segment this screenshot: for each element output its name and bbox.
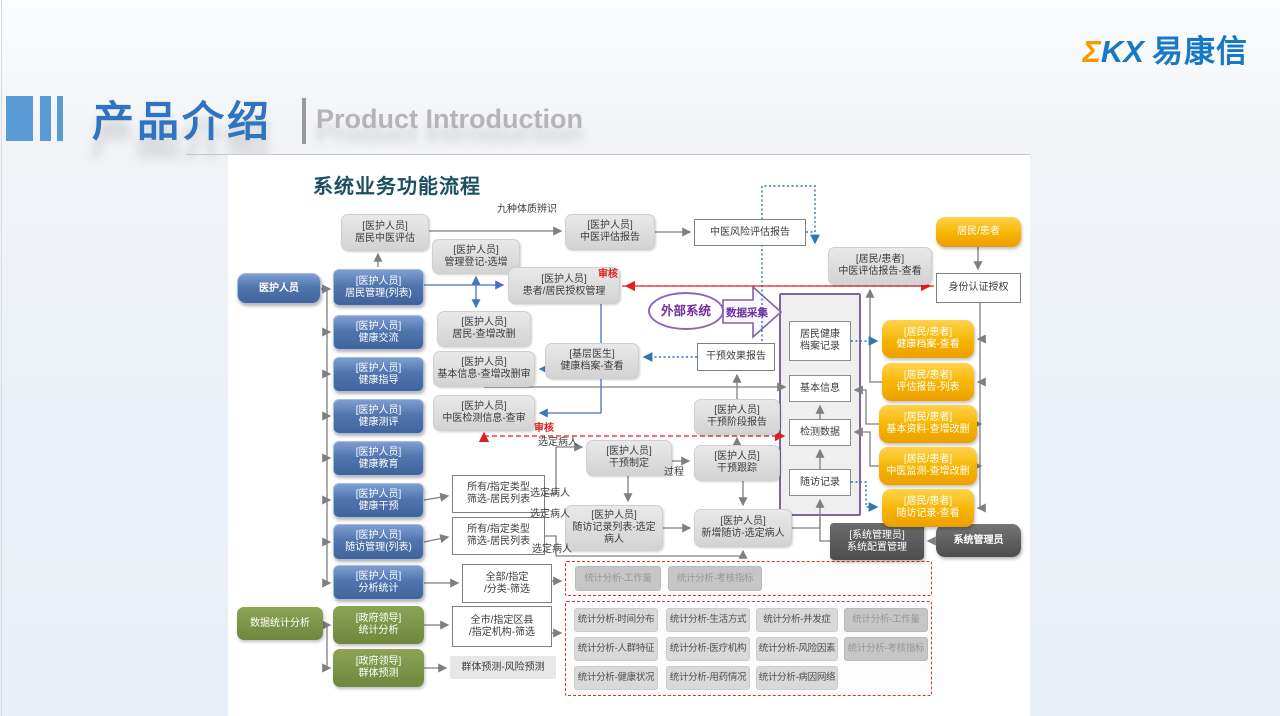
blue-health-intervention: [医护人员] 健康干预 <box>333 483 424 518</box>
page-subtitle: Product Introduction <box>316 104 583 134</box>
gray-basicinfo-crud: [医护人员] 基本信息-查增改删审 <box>433 351 535 387</box>
ghost-stat-kpi-top: 统计分析-考核指标 <box>668 566 762 591</box>
header-accent-bar-1 <box>6 96 33 141</box>
green-gov-stats: [政府领导] 统计分析 <box>333 606 424 644</box>
plain-group-risk-predict: 群体预测-风险预测 <box>450 656 556 679</box>
title-divider <box>302 98 306 144</box>
stat-medication: 统计分析-用药情况 <box>666 666 750 690</box>
blue-resident-mgmt: [医护人员] 居民管理(列表) <box>333 269 424 306</box>
white-identity-auth: 身份认证授权 <box>936 273 1021 303</box>
label-audit-1: 审核 <box>598 269 618 280</box>
blue-analysis-stats: [医护人员] 分析统计 <box>333 565 424 600</box>
stat-time-dist: 统计分析-时间分布 <box>574 608 658 632</box>
label-process: 过程 <box>664 467 684 478</box>
gray-resident-tcm-eval: [医护人员] 居民中医评估 <box>341 214 429 251</box>
gray-intervention-stage-report: [医护人员] 干预阶段报告 <box>694 399 780 435</box>
gray-mgmt-register: [医护人员] 管理登记-选增 <box>432 239 520 274</box>
logo-company-name: 易康信 <box>1152 34 1248 69</box>
label-audit-2: 审核 <box>534 423 554 434</box>
stat-health-status: 统计分析-健康状况 <box>574 666 658 690</box>
blue-health-guidance: [医护人员] 健康指导 <box>333 357 424 392</box>
diagram-title: 系统业务功能流程 <box>313 176 481 198</box>
white-tcm-risk-report: 中医风险评估报告 <box>694 219 806 246</box>
stat-medical-org: 统计分析-医疗机构 <box>666 637 750 661</box>
actor-sys-admin: 系统管理员 <box>936 524 1021 557</box>
stat-lifestyle: 统计分析-生活方式 <box>666 608 750 632</box>
blue-followup-mgmt: [医护人员] 随访管理(列表) <box>333 524 424 560</box>
logo-sigma-icon: Σ <box>1082 34 1101 69</box>
actor-resident-patient: 居民/患者 <box>936 217 1021 247</box>
stat-population: 统计分析-人群特征 <box>574 637 658 661</box>
yellow-basic-data-crud: [居民/患者] 基本资料-查增改删 <box>879 405 977 443</box>
inner-basic-info: 基本信息 <box>789 375 851 402</box>
label-select-patient-1: 选定病人 <box>538 437 578 448</box>
gray-intervention-plan: [医护人员] 干预制定 <box>586 440 672 476</box>
dark-sys-config-mgmt: [系统管理员] 系统配置管理 <box>830 523 924 560</box>
white-filter-resident-list-2: 所有/指定类型 筛选-居民列表 <box>452 517 545 555</box>
yellow-followup-view: [居民/患者] 随访记录-查看 <box>882 489 974 527</box>
page-title: 产品介绍 <box>92 98 273 145</box>
white-filter-city-org: 全市/指定区县 /指定机构-筛选 <box>452 606 552 647</box>
stat-risk-factor: 统计分析-风险因素 <box>756 637 838 661</box>
inner-followup-record: 随访记录 <box>789 469 851 496</box>
gray-patient-auth-mgmt: [医护人员] 患者/居民授权管理 <box>508 267 620 304</box>
blue-health-exchange: [医护人员] 健康交流 <box>333 315 424 350</box>
gray-tcm-eval-report: [医护人员] 中医评估报告 <box>565 214 655 250</box>
header-accent-bar-2 <box>40 96 51 141</box>
label-data-collect: 数据采集 <box>726 307 768 319</box>
ghost-stat-workload: 统计分析-工作量 <box>844 608 928 632</box>
actor-medical-staff: 医护人员 <box>237 273 321 304</box>
white-intervention-effect-report: 干预效果报告 <box>697 343 775 371</box>
ghost-stat-kpi: 统计分析-考核指标 <box>844 637 928 661</box>
label-select-patient-3: 选定病人 <box>530 509 570 520</box>
ellipse-external-system: 外部系统 <box>648 292 724 330</box>
data-collect-block-arrow <box>722 285 783 339</box>
label-select-patient-4: 选定病人 <box>532 544 572 555</box>
slide-edge-line <box>1 0 2 716</box>
green-gov-group-predict: [政府领导] 群体预测 <box>333 649 424 687</box>
label-select-patient-2: 选定病人 <box>530 488 570 499</box>
gray-tcm-detect-review: [医护人员] 中医检测信息-查审 <box>433 395 535 431</box>
stat-complication: 统计分析-并发症 <box>756 608 838 632</box>
gray-new-followup: [医护人员] 新增随访-选定病人 <box>694 509 792 547</box>
inner-resident-archive-record: 居民健康 档案记录 <box>789 321 851 361</box>
gray-grassroots-archive-view: [基层医生] 健康档案-查看 <box>545 343 639 379</box>
stat-cause-network: 统计分析-病因网络 <box>756 666 838 690</box>
ghost-stat-workload-top: 统计分析-工作量 <box>575 566 661 591</box>
white-filter-all-class: 全部/指定 /分类-筛选 <box>462 564 552 603</box>
panel-top-line <box>186 154 1030 155</box>
header-accent-bar-3 <box>57 96 63 141</box>
yellow-tcm-monitor-crud: [居民/患者] 中医监测-查增改删 <box>879 447 977 485</box>
blue-health-assessment: [医护人员] 健康测评 <box>333 399 424 434</box>
yellow-eval-report-list: [居民/患者] 评估报告-列表 <box>882 363 974 401</box>
blue-health-education: [医护人员] 健康教育 <box>333 441 424 476</box>
gray-followup-record-list: [医护人员] 随访记录列表-选定 病人 <box>565 505 663 551</box>
yellow-archive-view: [居民/患者] 健康档案-查看 <box>882 320 974 358</box>
white-filter-resident-list-1: 所有/指定类型 筛选-居民列表 <box>452 475 545 513</box>
inner-detect-data: 检测数据 <box>789 419 851 446</box>
actor-data-stats: 数据统计分析 <box>237 607 323 640</box>
label-nine-constitution: 九种体质辨识 <box>497 204 557 215</box>
gray-resident-crud: [医护人员] 居民-查增改删 <box>437 311 531 347</box>
gray-intervention-track: [医护人员] 干预跟踪 <box>694 445 780 481</box>
gray-tcm-eval-report-view: [居民/患者] 中医评估报告-查看 <box>828 247 932 285</box>
logo-kx: KX <box>1100 34 1144 69</box>
